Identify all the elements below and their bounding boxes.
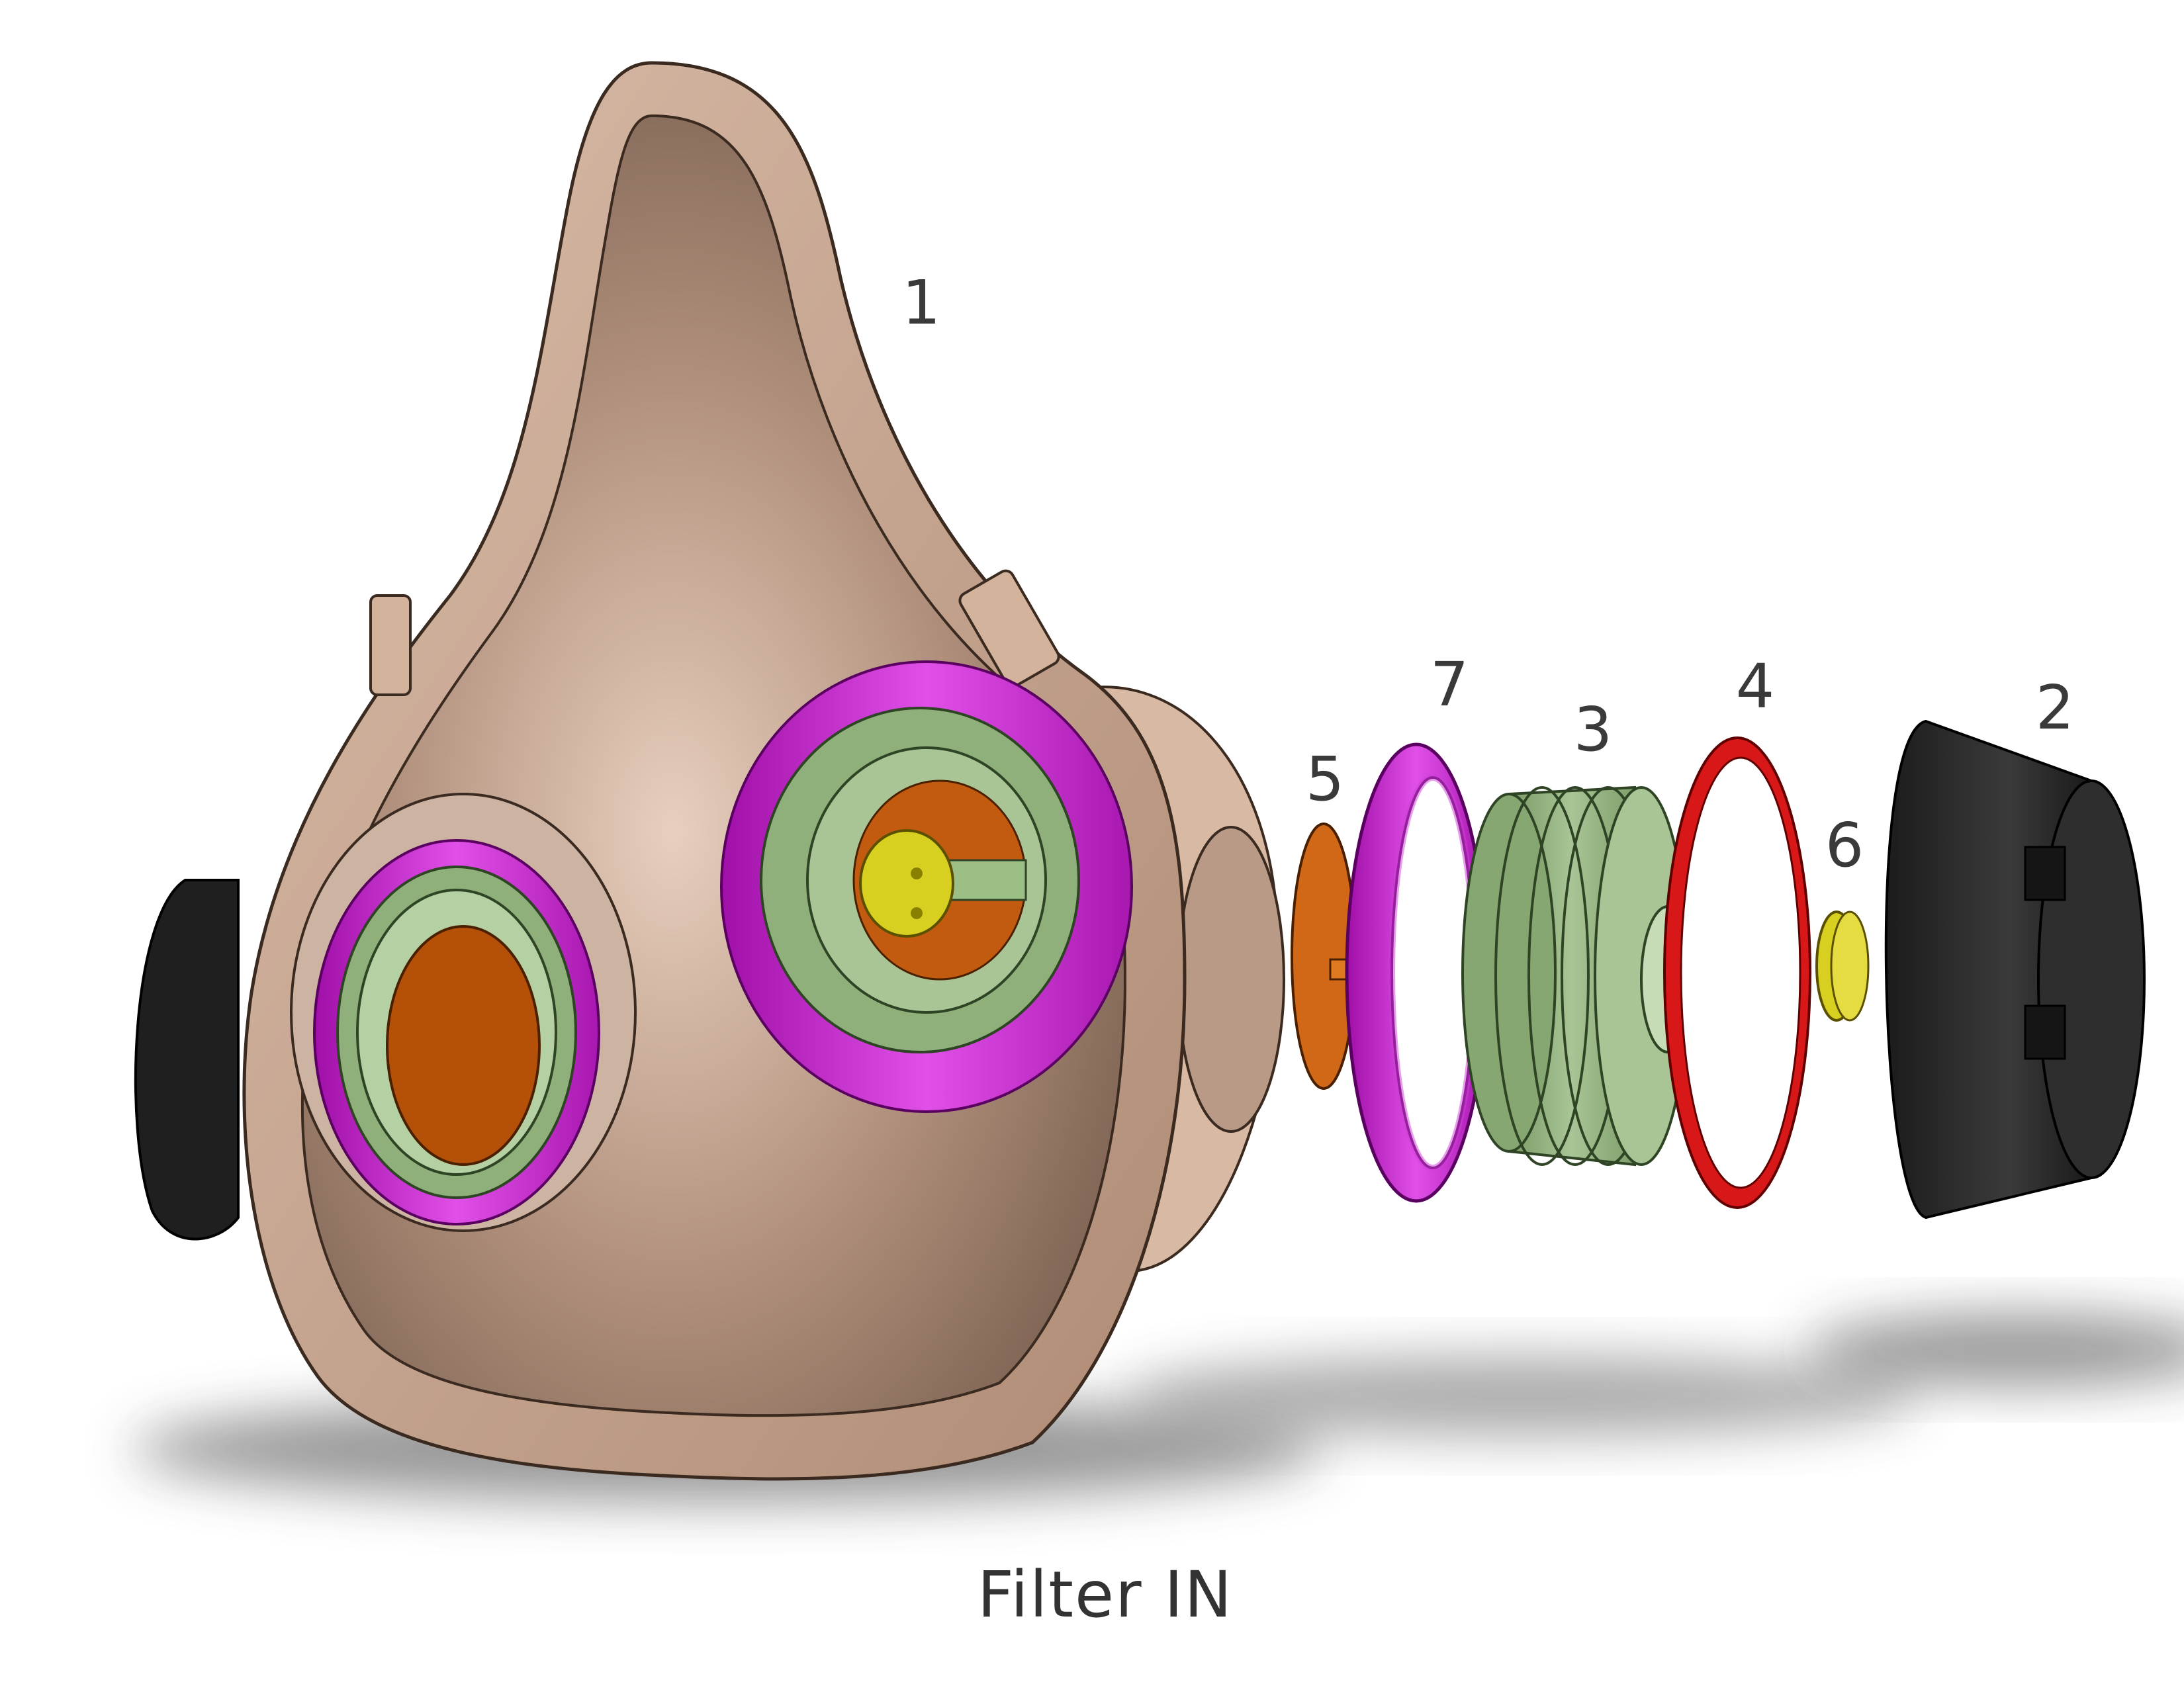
mask-left-port	[290, 793, 637, 1232]
part-6-valve-cap	[1815, 911, 1870, 1022]
part-label-2: 2	[2035, 672, 2075, 743]
part-label-6: 6	[1825, 810, 1864, 881]
part-label-3: 3	[1573, 694, 1613, 765]
part-2-outer-cover	[1884, 719, 2146, 1220]
part-3-filter-housing	[1461, 785, 1696, 1167]
part-label-1: 1	[901, 267, 941, 338]
caption: Filter IN	[977, 1558, 1234, 1632]
part-7-retaining-ring	[1345, 742, 1488, 1203]
part-label-4: 4	[1735, 651, 1775, 722]
mask-body	[134, 61, 1285, 1481]
part-label-7: 7	[1430, 649, 1469, 720]
part-label-5: 5	[1305, 744, 1345, 815]
part-4-o-ring	[1663, 736, 1811, 1209]
mask-right-port	[720, 660, 1133, 1113]
